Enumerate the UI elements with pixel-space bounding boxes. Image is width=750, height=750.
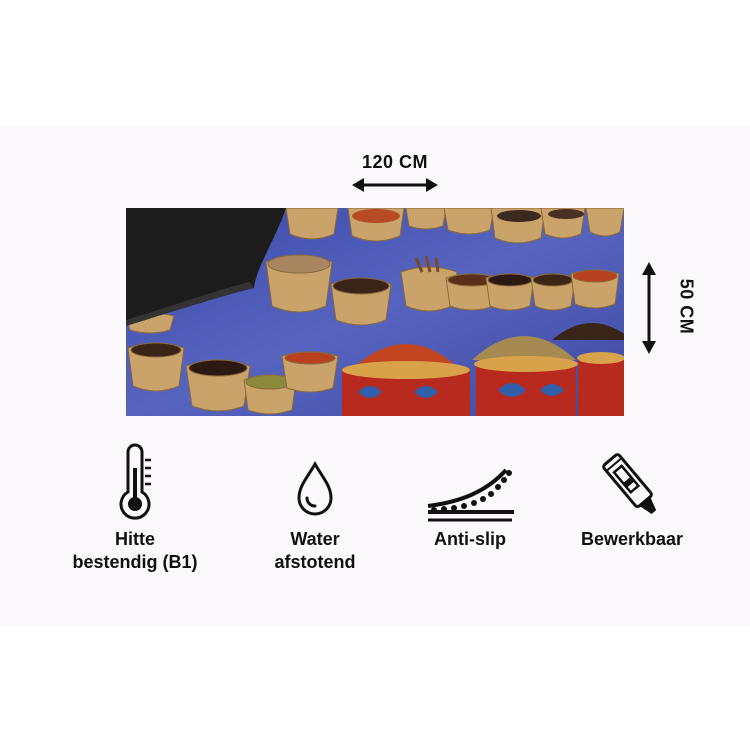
feature-workable: Bewerkbaar xyxy=(547,440,717,551)
width-label: 120 CM xyxy=(361,152,429,172)
product-mat-image xyxy=(126,208,624,416)
feature-heat-resistant: Hitte bestendig (B1) xyxy=(50,440,220,574)
height-label: 50 CM xyxy=(676,278,697,335)
feature-water-repellent: Water afstotend xyxy=(230,440,400,574)
height-arrow-icon xyxy=(642,262,656,354)
utility-knife-icon xyxy=(602,453,657,514)
feature-label: Bewerkbaar xyxy=(580,529,684,549)
feature-label: Water afstotend xyxy=(274,529,356,572)
anti-slip-icon xyxy=(427,468,514,522)
feature-label: Hitte bestendig (B1) xyxy=(72,529,198,572)
feature-label: Anti-slip xyxy=(434,529,506,549)
feature-list: Hitte bestendig (B1) Water afstotend Ant… xyxy=(0,440,750,590)
thermometer-icon xyxy=(119,443,151,520)
feature-anti-slip: Anti-slip xyxy=(385,440,555,551)
width-dimension: 120 CM xyxy=(340,152,450,193)
water-drop-icon xyxy=(297,460,333,516)
height-dimension: 50 CM xyxy=(636,262,696,354)
width-arrow-icon xyxy=(352,178,438,192)
